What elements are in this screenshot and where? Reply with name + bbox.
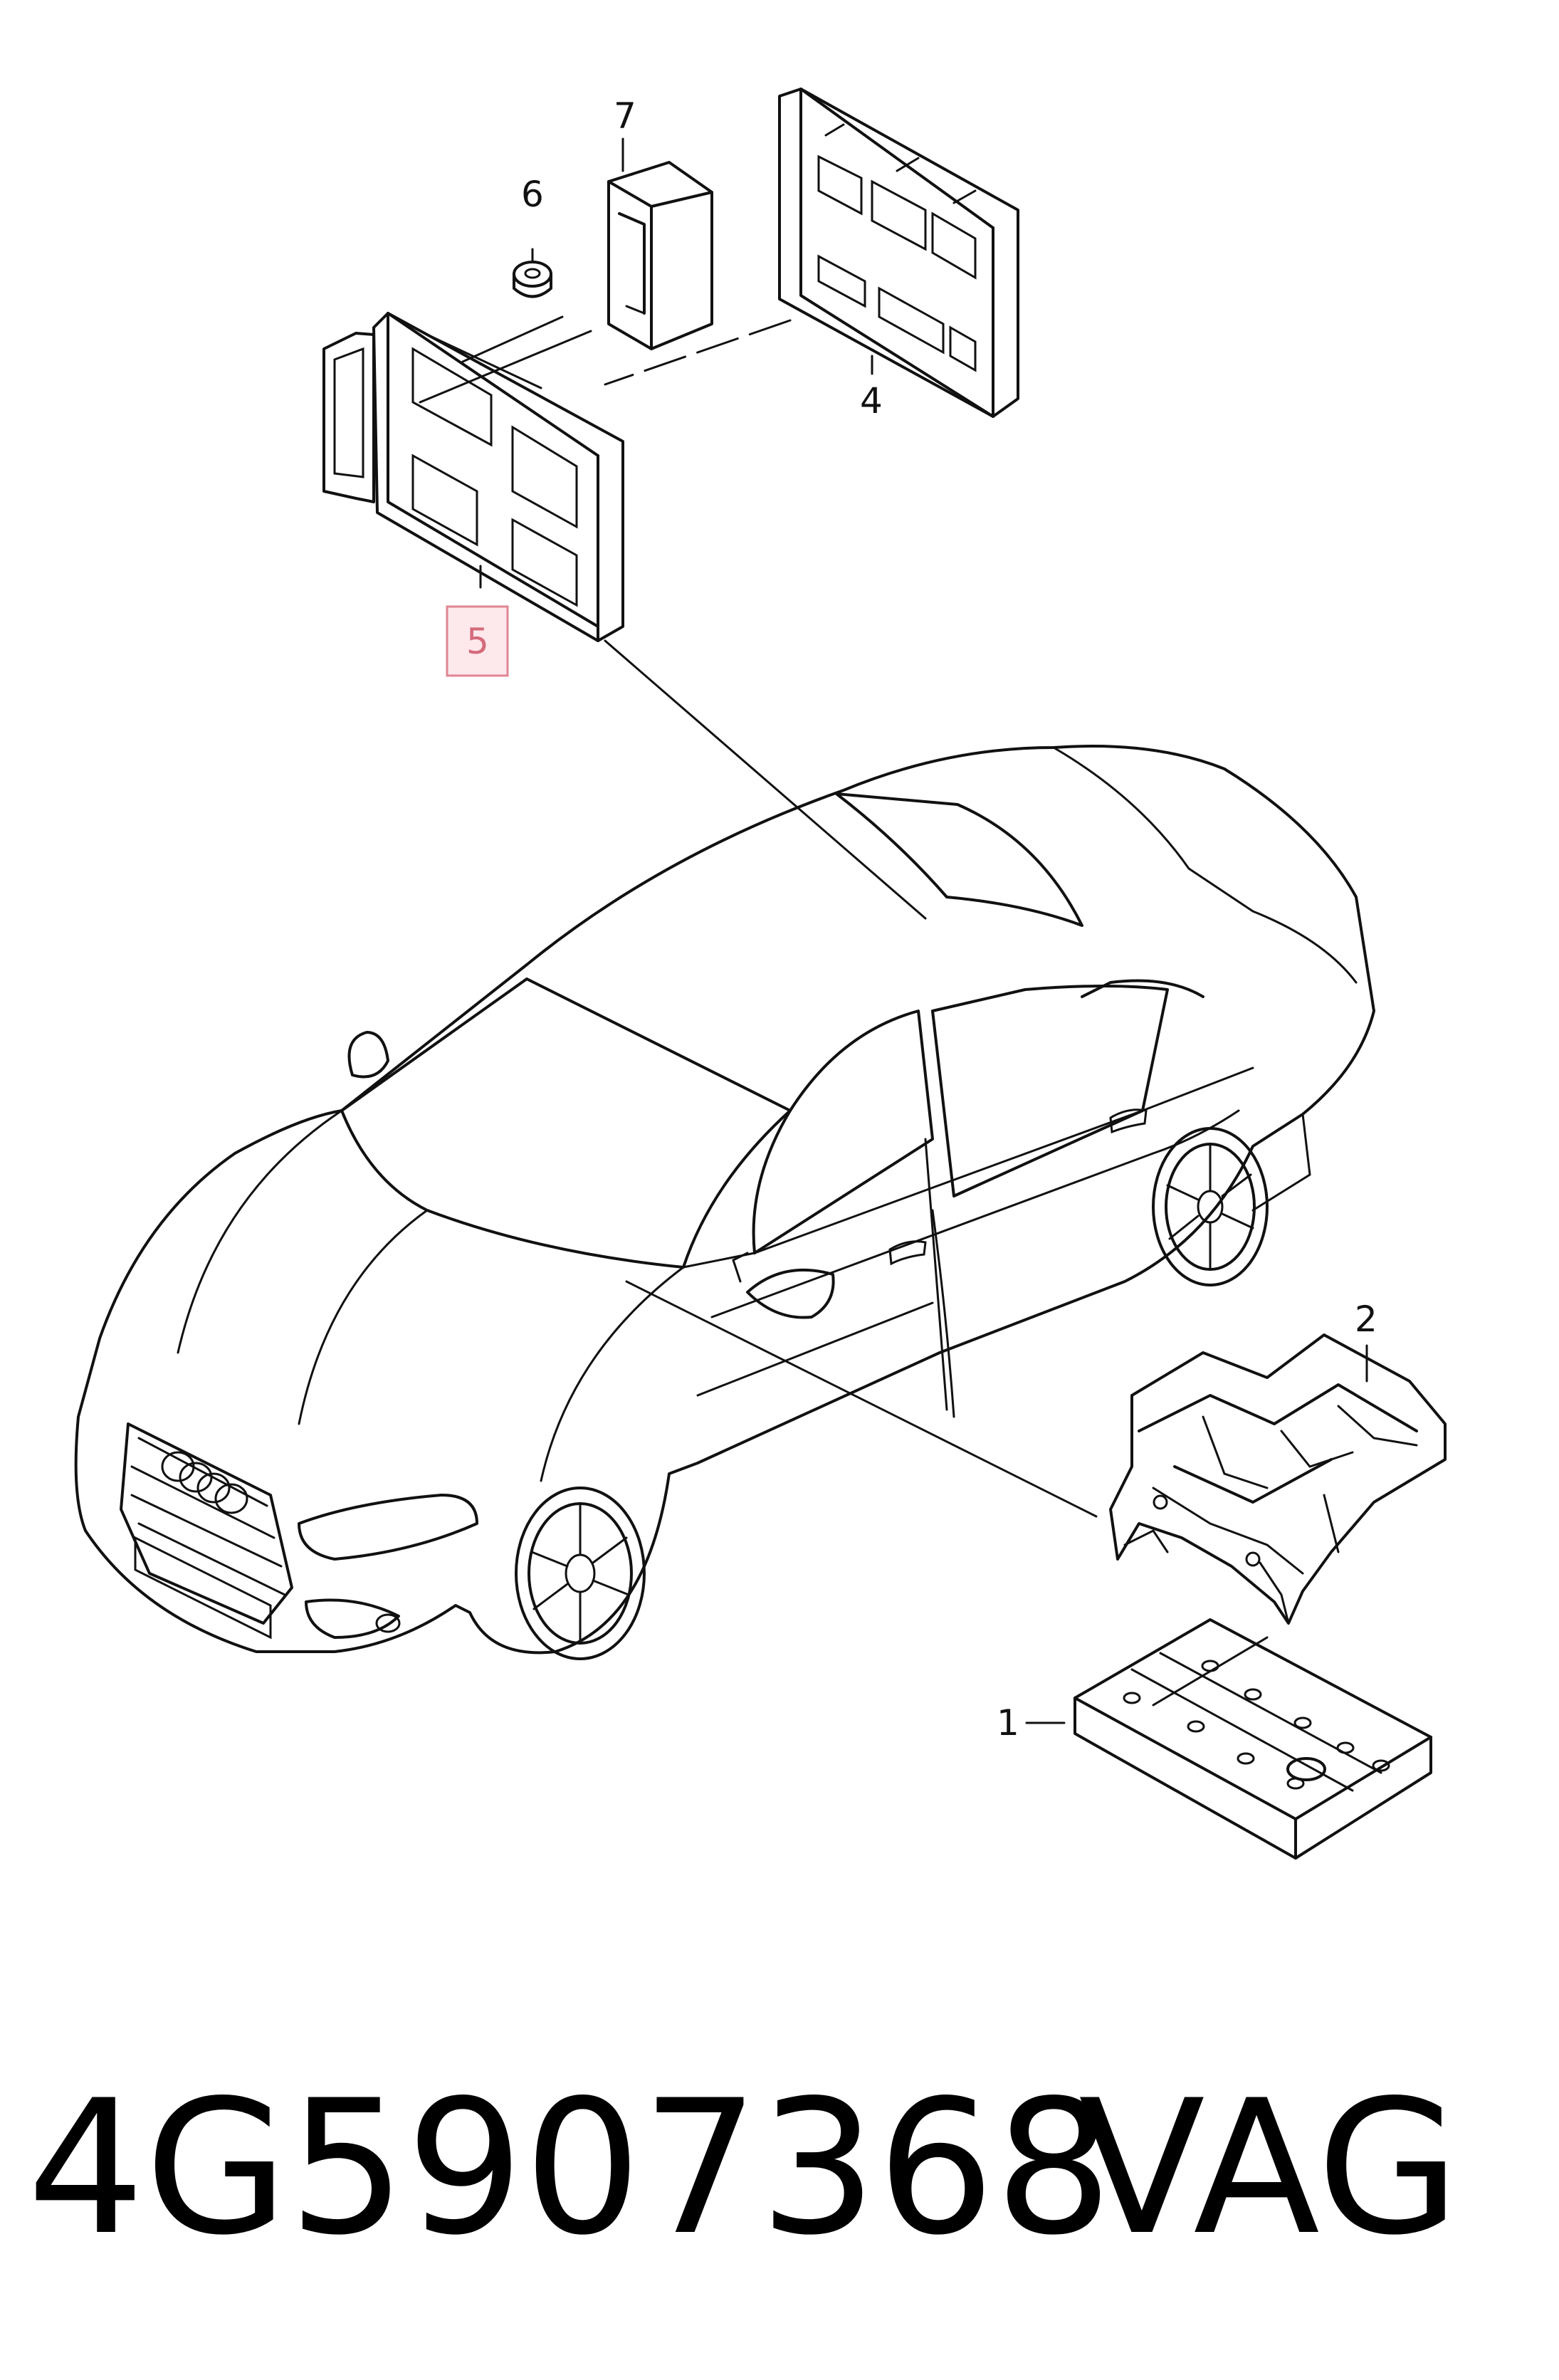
part-5-bracket	[322, 312, 624, 642]
brand-label: VAG	[1078, 2061, 1460, 2276]
callout-4: 4	[860, 380, 883, 421]
callout-2: 2	[1355, 1299, 1377, 1340]
callout-5: 5	[466, 621, 489, 662]
car-outline	[74, 745, 1375, 1660]
part-1-pad	[1074, 1618, 1432, 1860]
part-6-nut	[513, 261, 552, 298]
part-4-control-unit	[778, 88, 1019, 418]
part-7-relay	[607, 161, 713, 350]
callout-labels: 7 6 4 5 2 1	[446, 95, 1377, 1744]
callout-1: 1	[997, 1702, 1019, 1744]
part-number: 4G5907368	[27, 2061, 1113, 2276]
callout-6: 6	[521, 174, 544, 215]
callout-5-highlight	[446, 605, 509, 677]
leader-lines	[419, 137, 1368, 1724]
callout-7: 7	[614, 95, 636, 137]
part-2-tray	[1109, 1333, 1447, 1625]
